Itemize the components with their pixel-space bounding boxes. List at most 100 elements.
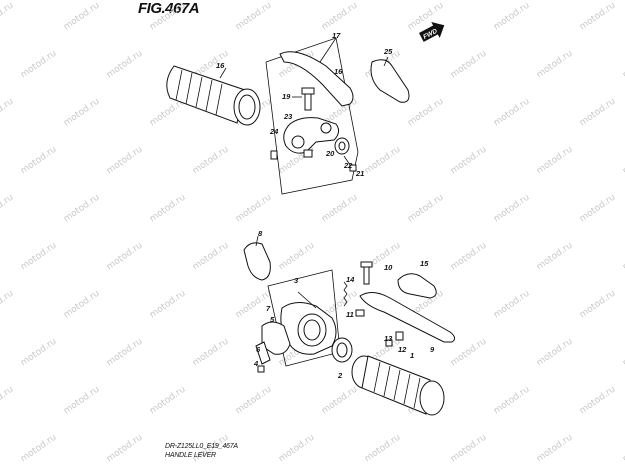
watermark-text: motod.ru <box>0 193 16 225</box>
watermark-text: motod.ru <box>492 385 532 417</box>
clutch-lever-17 <box>279 51 354 107</box>
watermark-text: motod.ru <box>363 433 403 465</box>
watermark-text: motod.ru <box>0 1 16 33</box>
holder-25 <box>370 59 410 103</box>
watermark-text: motod.ru <box>19 337 59 369</box>
watermark-text: motod.ru <box>535 49 575 81</box>
watermark-text: motod.ru <box>277 433 317 465</box>
watermark-text: motod.ru <box>578 1 618 33</box>
callout-16b: 16 <box>334 67 343 76</box>
callout-14: 14 <box>346 275 355 284</box>
callout-8: 8 <box>258 229 263 238</box>
watermark-text: motod.ru <box>578 289 618 321</box>
watermark-text: motod.ru <box>19 49 59 81</box>
watermark-text: motod.ru <box>0 97 16 129</box>
watermark-text: motod.ru <box>406 97 446 129</box>
watermark-text: motod.ru <box>19 145 59 177</box>
watermark-text: motod.ru <box>320 385 360 417</box>
watermark-text: motod.ru <box>621 241 625 273</box>
bolt-13 <box>385 339 393 347</box>
watermark-text: motod.ru <box>449 337 489 369</box>
callout-19: 19 <box>282 92 291 101</box>
watermark-text: motod.ru <box>62 289 102 321</box>
callout-23: 23 <box>283 112 293 121</box>
screw-24 <box>270 150 278 160</box>
watermark-text: motod.ru <box>492 1 532 33</box>
throttle-grip-1 <box>351 355 445 416</box>
nut-21 <box>349 164 357 172</box>
watermark-text: motod.ru <box>363 145 403 177</box>
pin-11 <box>355 309 365 317</box>
watermark-text: motod.ru <box>578 97 618 129</box>
spring-14 <box>343 281 348 307</box>
bolt-19 <box>304 91 312 111</box>
watermark-text: motod.ru <box>621 49 625 81</box>
callout-22: 22 <box>343 161 353 170</box>
watermark-text: motod.ru <box>105 433 145 465</box>
callout-2: 2 <box>337 371 343 380</box>
watermark-text: motod.ru <box>62 1 102 33</box>
watermark-text: motod.ru <box>535 145 575 177</box>
callout-17: 17 <box>332 31 341 40</box>
callout-5: 5 <box>270 315 275 324</box>
watermark-text: motod.ru <box>191 145 231 177</box>
callout-24: 24 <box>269 127 279 136</box>
leader-8 <box>255 235 259 247</box>
cable-cover-8 <box>243 242 271 281</box>
watermark-text: motod.ru <box>320 1 360 33</box>
watermark-text: motod.ru <box>535 241 575 273</box>
ring-2 <box>331 337 353 363</box>
watermark-text: motod.ru <box>535 337 575 369</box>
callout-11: 11 <box>346 310 354 319</box>
callout-3: 3 <box>294 276 299 285</box>
watermark-text: motod.ru <box>148 385 188 417</box>
watermark-text: motod.ru <box>320 193 360 225</box>
watermark-text: motod.ru <box>0 289 16 321</box>
watermark-text: motod.ru <box>492 97 532 129</box>
callout-4: 4 <box>253 359 259 368</box>
watermark-text: motod.ru <box>105 337 145 369</box>
watermark-text: motod.ru <box>105 49 145 81</box>
watermark-text: motod.ru <box>62 97 102 129</box>
callout-15: 15 <box>420 259 429 268</box>
brake-lever-9 <box>359 292 456 343</box>
callout-12: 12 <box>398 345 407 354</box>
bracket-15 <box>397 273 437 299</box>
leader-16a <box>219 67 227 79</box>
watermark-text: motod.ru <box>406 193 446 225</box>
leader-25 <box>383 56 389 67</box>
watermark-text: motod.ru <box>621 145 625 177</box>
nut-12 <box>395 331 404 341</box>
callout-13: 13 <box>384 334 393 343</box>
callout-7: 7 <box>266 304 271 313</box>
watermark-text: motod.ru <box>191 337 231 369</box>
watermark-text: motod.ru <box>621 433 625 465</box>
watermark-text: motod.ru <box>105 241 145 273</box>
callout-labels: 17 25 16 16 19 23 24 20 22 21 8 10 15 14… <box>216 31 435 380</box>
nut-20 <box>303 149 313 158</box>
bolt-10 <box>363 265 370 285</box>
callout-9: 9 <box>430 345 435 354</box>
callout-21: 21 <box>355 169 364 178</box>
footer-caption: HANDLE LEVER <box>165 452 216 459</box>
watermark-text: motod.ru <box>449 49 489 81</box>
watermark-text: motod.ru <box>578 385 618 417</box>
watermark-text: motod.ru <box>621 337 625 369</box>
watermark-text: motod.ru <box>535 433 575 465</box>
callout-6: 6 <box>256 345 261 354</box>
watermark-text: motod.ru <box>148 289 188 321</box>
watermark-text: motod.ru <box>492 193 532 225</box>
watermark-text: motod.ru <box>0 385 16 417</box>
watermark-text: motod.ru <box>62 385 102 417</box>
screw-4 <box>257 365 265 373</box>
watermark-text: motod.ru <box>19 241 59 273</box>
callout-20: 20 <box>325 149 335 158</box>
callout-10: 10 <box>384 263 393 272</box>
callout-25: 25 <box>383 47 393 56</box>
watermark-text: motod.ru <box>62 193 102 225</box>
watermark-text: motod.ru <box>449 145 489 177</box>
watermark-text: motod.ru <box>105 145 145 177</box>
throttle-housing-7 <box>280 302 337 355</box>
